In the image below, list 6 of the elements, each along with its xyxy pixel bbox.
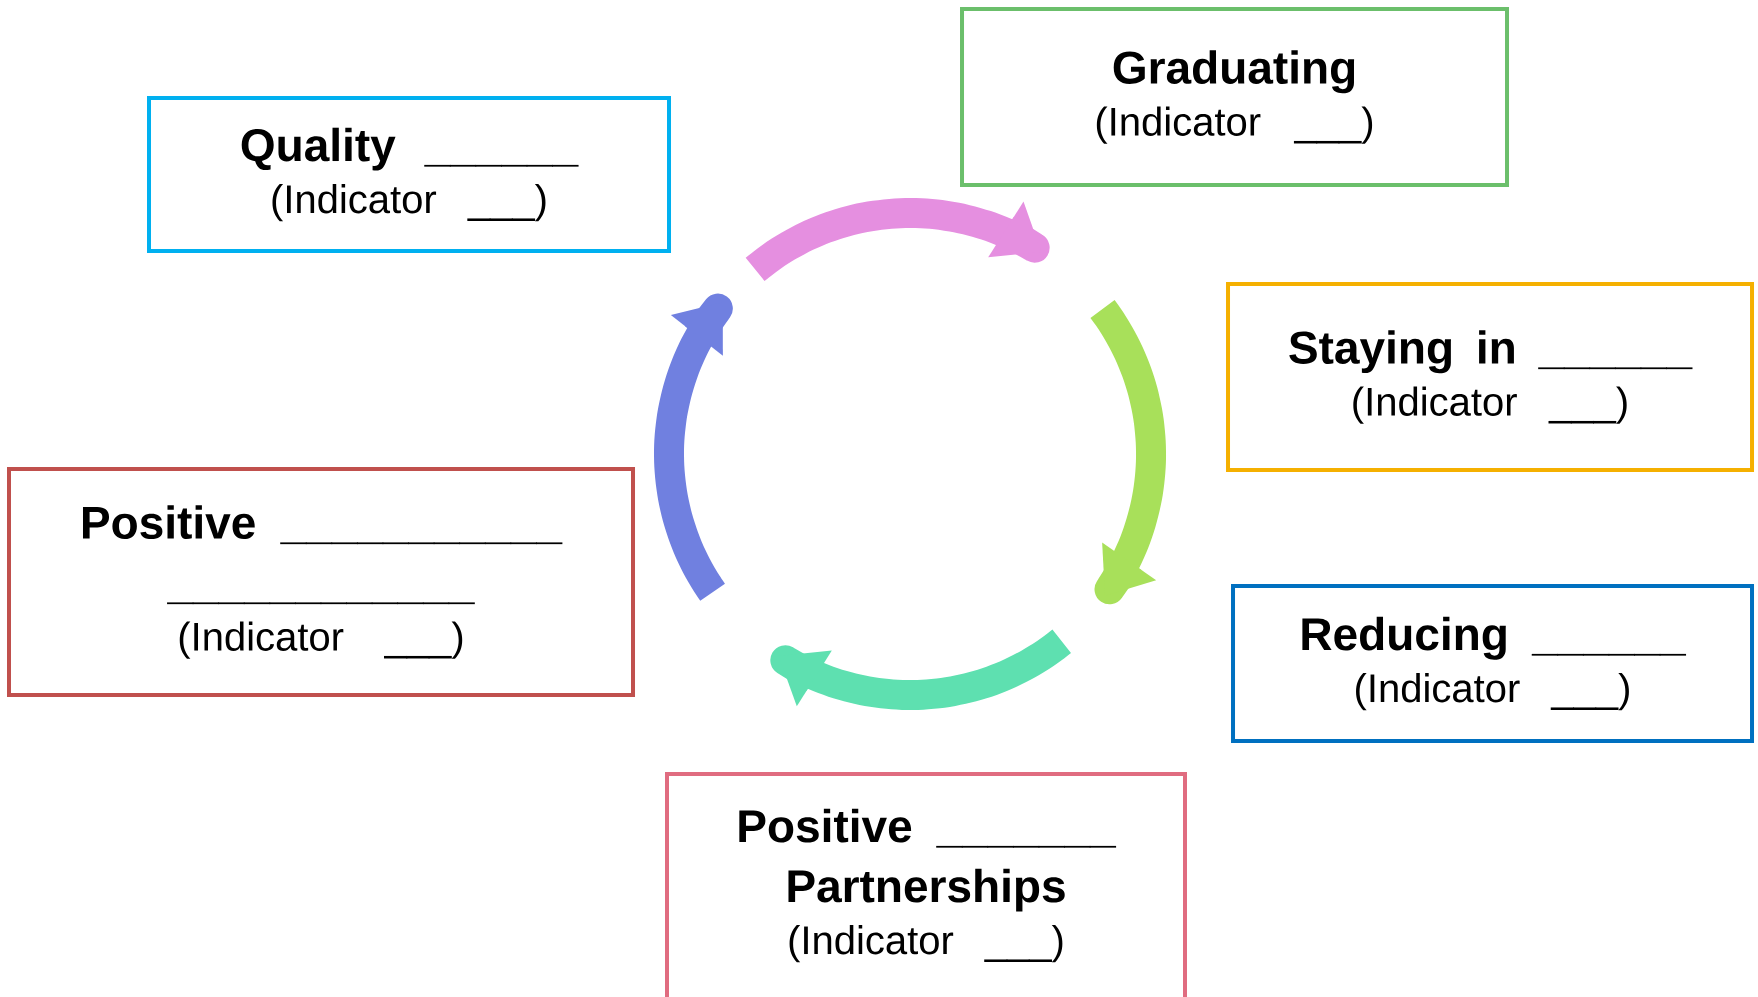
text-box: Quality ______ (Indicator ___) bbox=[147, 96, 671, 253]
text-box: Reducing ______ (Indicator ___) bbox=[1231, 584, 1754, 743]
text-box: Graduating (Indicator ___) bbox=[960, 7, 1509, 187]
text-box: Positive ___________ ____________ (Indicator ___) bbox=[7, 467, 635, 697]
text-box: Staying in ______ (Indicator ___) bbox=[1226, 282, 1754, 472]
text-box: Positive _______ Partnerships (Indicator ___) bbox=[665, 772, 1187, 997]
